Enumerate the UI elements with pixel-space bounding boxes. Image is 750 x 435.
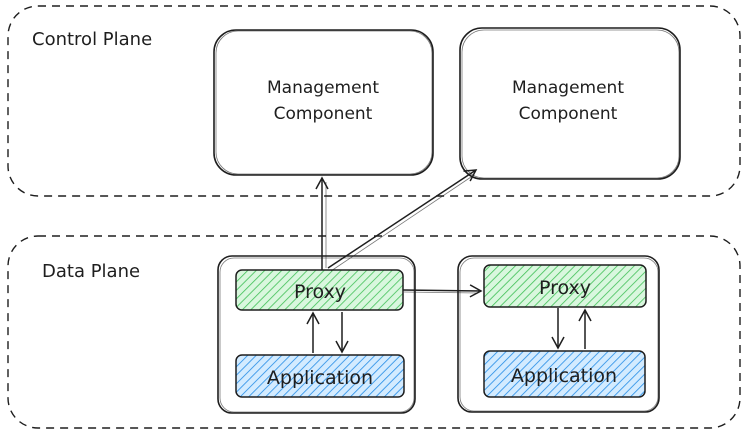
management-component-2-line1: Management: [512, 78, 624, 98]
proxy-2-label: Proxy: [539, 277, 591, 299]
pod-2: Proxy Application: [457, 255, 660, 413]
arrow-proxy-1-to-management-component-1: [315, 176, 329, 270]
arrow-proxy-1-to-proxy-2: [402, 284, 483, 298]
data-plane-title: Data Plane: [42, 261, 140, 282]
management-component-2: Management Component: [459, 27, 681, 180]
pod-1: Proxy Application: [217, 255, 416, 414]
management-component-1-line1: Management: [267, 78, 379, 98]
arrow-proxy-1-to-management-component-2: [327, 169, 478, 272]
application-2-label: Application: [511, 365, 617, 387]
management-component-1: Management Component: [213, 29, 434, 176]
proxy-2: Proxy: [483, 264, 647, 308]
proxy-1-label: Proxy: [294, 281, 346, 303]
data-plane-region: Data Plane: [7, 235, 741, 429]
management-component-2-line2: Component: [519, 104, 618, 124]
application-2: Application: [483, 350, 646, 398]
application-1: Application: [235, 354, 405, 398]
management-component-1-line2: Component: [274, 104, 373, 124]
control-plane-region: Control Plane: [7, 5, 741, 197]
application-1-label: Application: [267, 367, 373, 389]
control-plane-title: Control Plane: [32, 29, 152, 50]
proxy-1: Proxy: [235, 269, 404, 311]
